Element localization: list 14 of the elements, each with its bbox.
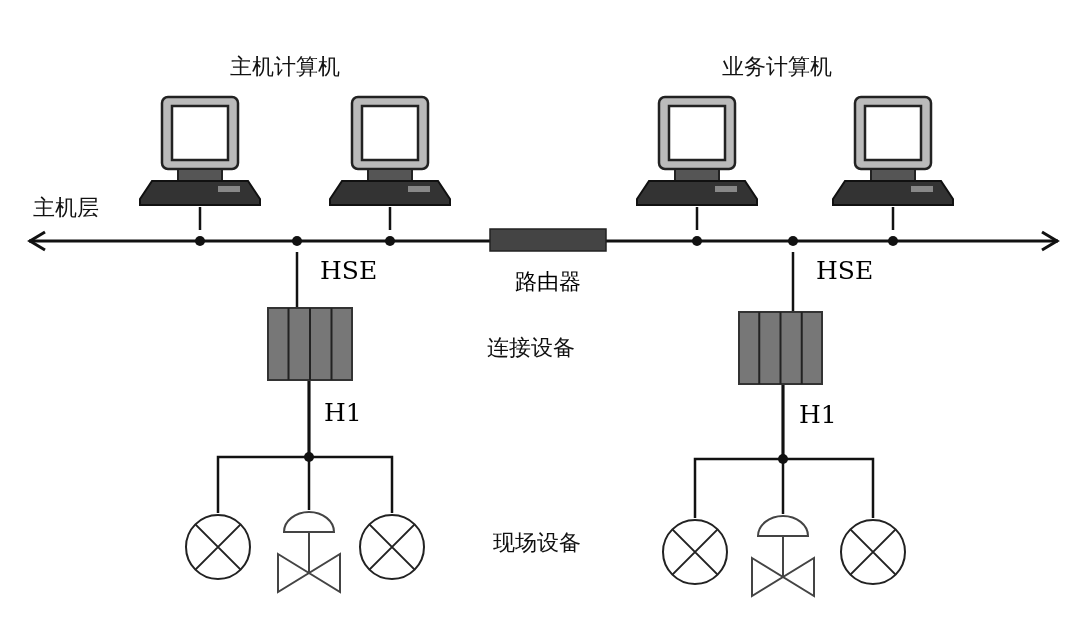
router-label: 路由器	[514, 268, 582, 296]
connector-line	[781, 385, 875, 518]
connector-line	[388, 207, 392, 230]
connector-line	[891, 207, 895, 230]
tier-label: 连接设备	[487, 334, 575, 362]
connector-line	[198, 207, 202, 230]
connector-line	[791, 252, 795, 311]
connector-line	[695, 207, 699, 230]
tier-label: 现场设备	[493, 529, 581, 557]
layer-label: 主机层	[33, 194, 99, 222]
group-title: 主机计算机	[230, 53, 340, 81]
group-title: 业务计算机	[722, 53, 832, 81]
connector-line	[295, 252, 299, 307]
connector-line	[307, 381, 394, 513]
